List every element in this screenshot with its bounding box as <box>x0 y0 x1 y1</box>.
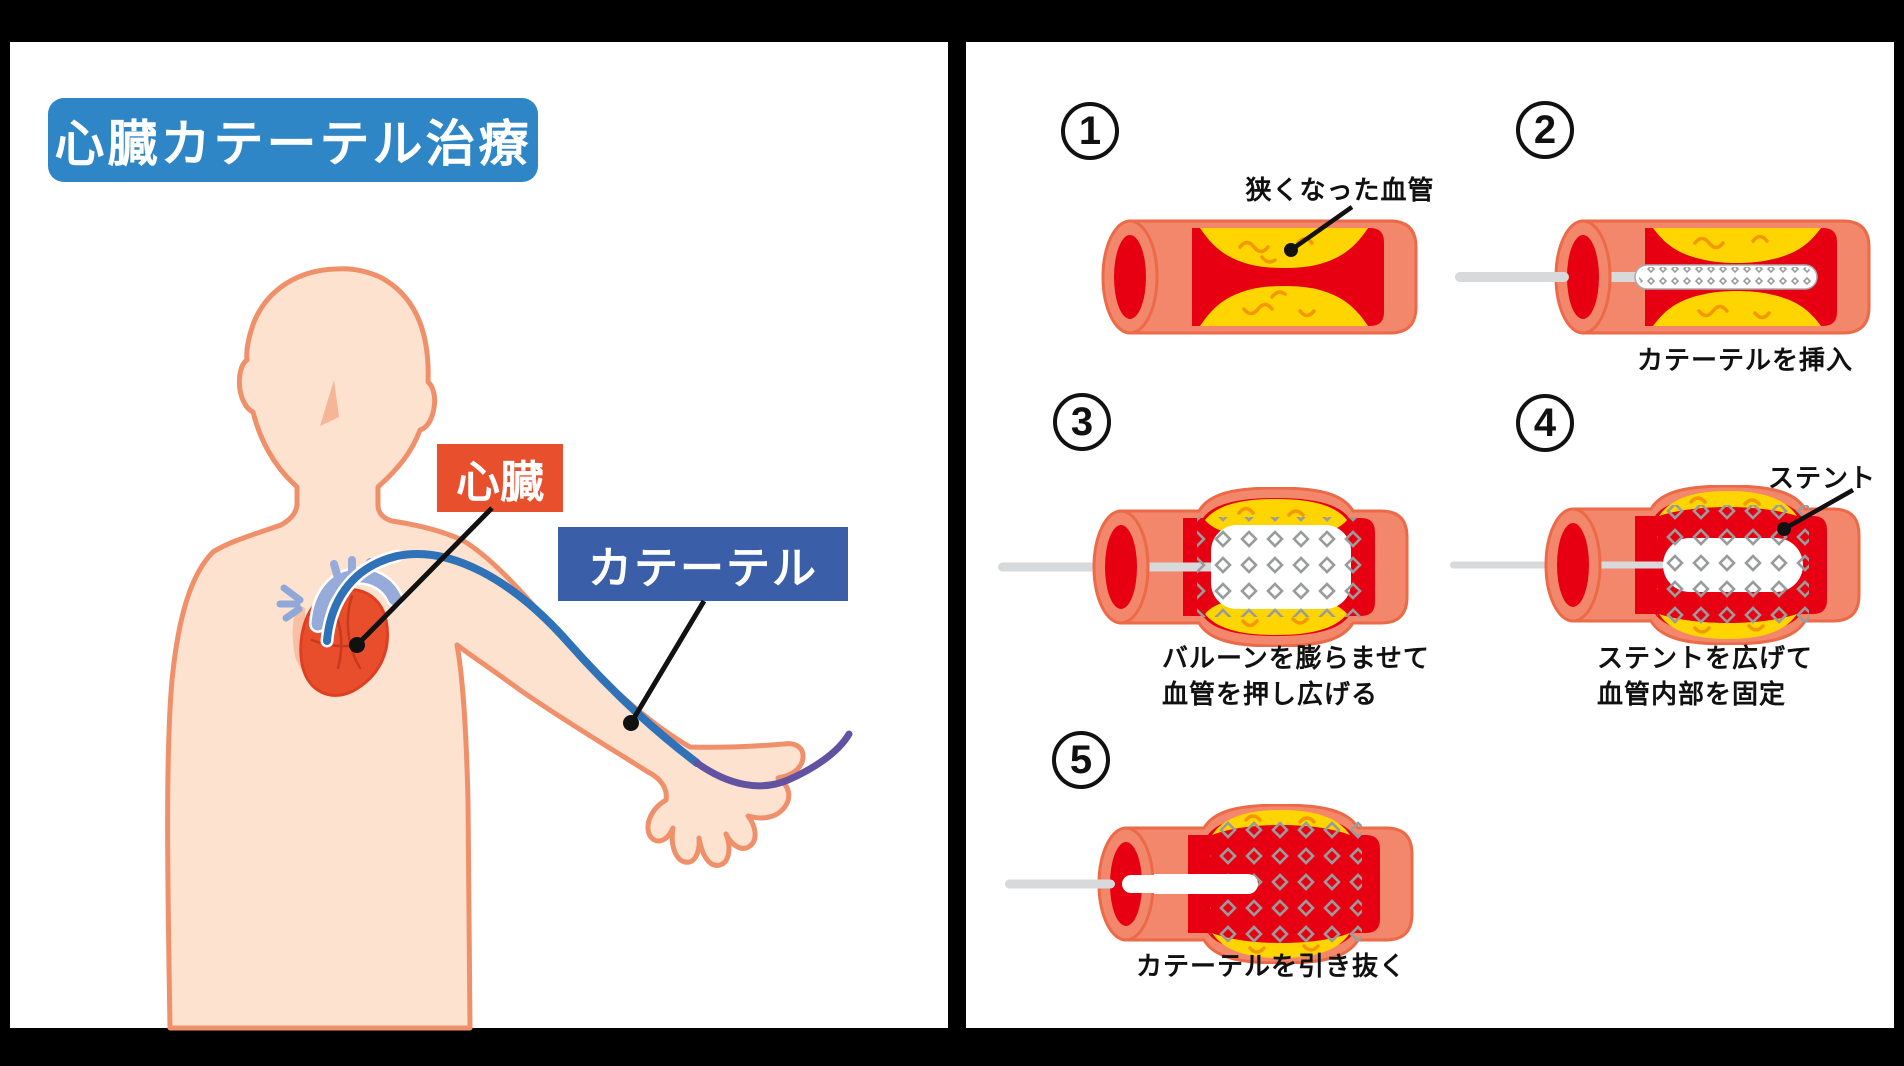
heart-label-text: 心臓 <box>456 458 544 507</box>
step-3-caption-line2: 血管を押し広げる <box>1162 679 1379 709</box>
catheter-label: カテーテル <box>558 527 848 601</box>
step-2-caption: カテーテルを挿入 <box>1636 345 1853 375</box>
step-5-number: 5 <box>1052 731 1110 789</box>
step-3-caption-line1: バルーンを膨らませて <box>1162 643 1430 673</box>
step-4-caption-line1: ステントを広げて <box>1597 643 1814 673</box>
page-title-text: 心臓カテーテル治療 <box>54 116 532 172</box>
catheter-label-text: カテーテル <box>588 544 818 593</box>
step-4-digit: 4 <box>1533 400 1557 445</box>
step-5-vessel-illustration <box>1005 804 1414 964</box>
step-2-number: 2 <box>1516 101 1574 159</box>
step-2-vessel-illustration <box>1455 219 1871 335</box>
step-4-annotation: ステント <box>1767 463 1876 493</box>
heart-small-vessels <box>276 584 304 622</box>
step-3-vessel-illustration <box>998 487 1409 647</box>
step-3-digit: 3 <box>1070 399 1094 444</box>
step-4-vessel-illustration <box>1450 485 1861 645</box>
step-3-caption: バルーンを膨らませて 血管を押し広げる <box>1162 640 1430 712</box>
step-5-digit: 5 <box>1069 737 1093 782</box>
step-2-digit: 2 <box>1533 107 1557 152</box>
step-1-vessel-illustration <box>1101 219 1418 335</box>
step-1-digit: 1 <box>1078 108 1102 153</box>
step-4-number: 4 <box>1516 394 1574 452</box>
step-3-number: 3 <box>1053 393 1111 451</box>
body-silhouette <box>165 266 806 1031</box>
heart-label: 心臓 <box>437 444 563 512</box>
catheter-line-purple-tail <box>693 730 853 790</box>
step-5-caption: カテーテルを引き抜く <box>1135 951 1406 981</box>
step-4-caption-line2: 血管内部を固定 <box>1597 679 1787 709</box>
step-4-caption: ステントを広げて 血管内部を固定 <box>1597 640 1813 712</box>
step-1-annotation: 狭くなった血管 <box>1245 175 1435 205</box>
nose-shadow <box>320 380 339 426</box>
page-title: 心臓カテーテル治療 <box>48 98 538 182</box>
step-1-number: 1 <box>1061 102 1119 160</box>
